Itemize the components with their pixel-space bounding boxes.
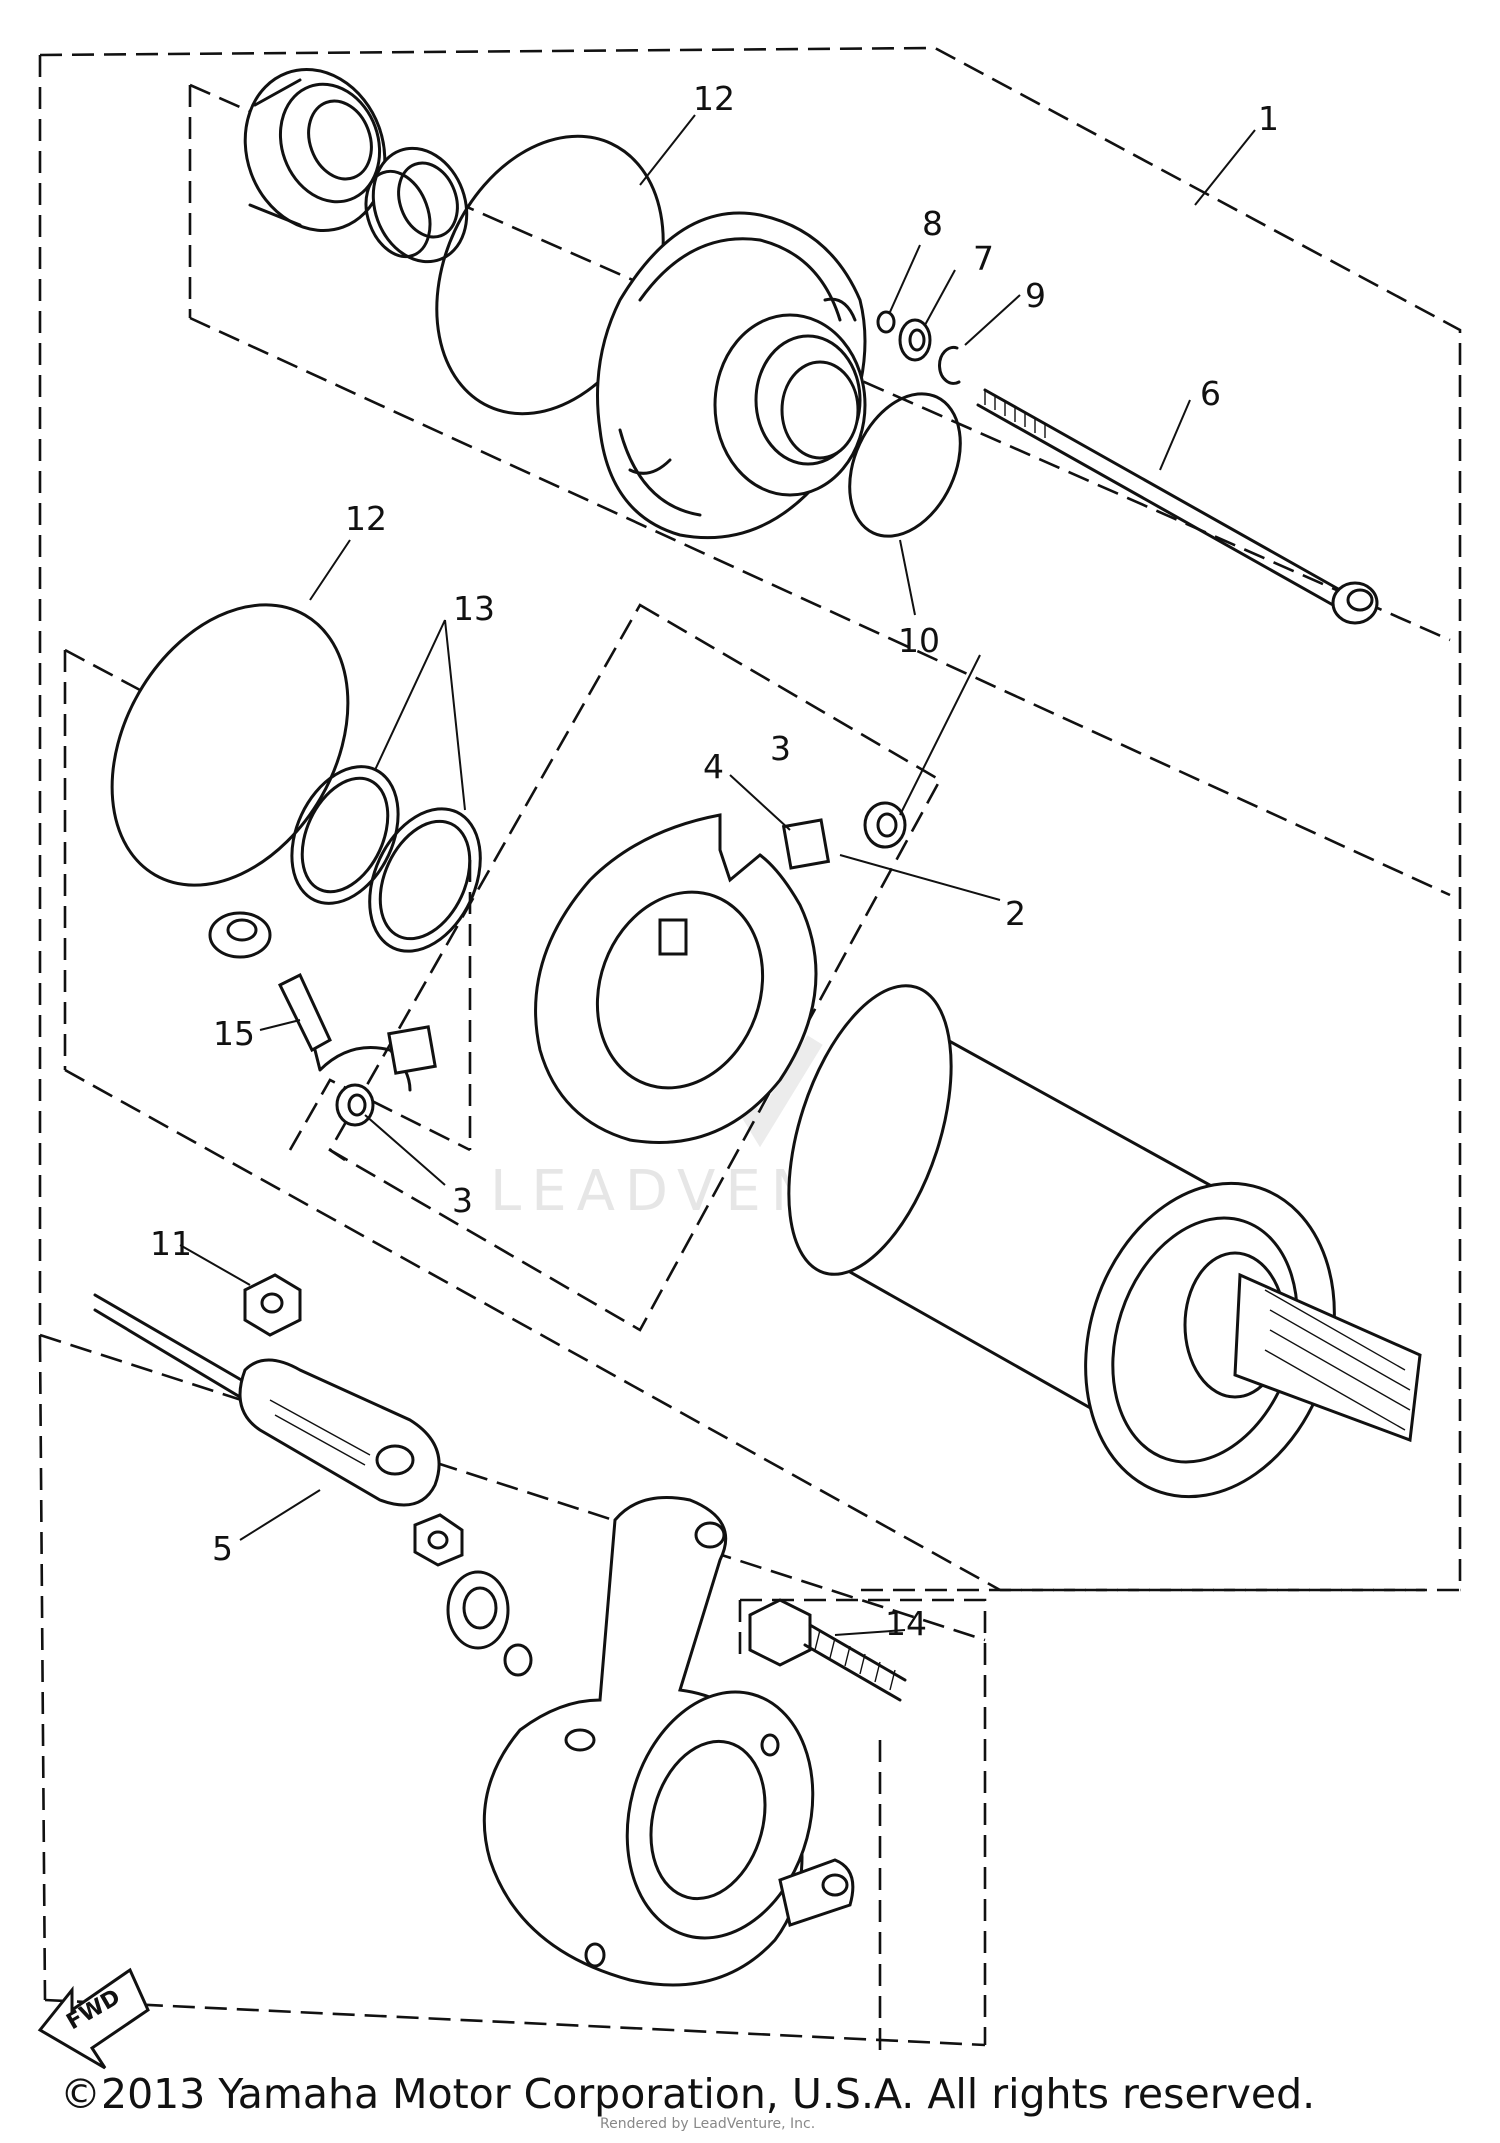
callout-5: 5 — [212, 1529, 233, 1568]
o-ring-small — [503, 1643, 533, 1677]
oil-seal — [364, 146, 469, 264]
insulator-washer — [208, 911, 272, 959]
leader-lines — [179, 114, 1256, 1636]
through-bolt-6 — [976, 388, 1379, 625]
callout-14: 14 — [885, 1604, 927, 1643]
brush-4 — [781, 818, 831, 870]
copyright-text: ©2013 Yamaha Motor Corporation, U.S.A. A… — [60, 2070, 1315, 2118]
brush-terminal-15 — [277, 972, 437, 1092]
callout-13: 13 — [453, 589, 495, 628]
bolt-14 — [748, 1598, 907, 1702]
front-cover — [596, 211, 867, 540]
fwd-arrow-icon: FWD — [37, 1967, 150, 2070]
callout-labels: 1 2 3 3 4 5 6 7 8 9 10 11 12 12 13 14 15 — [150, 79, 1279, 1643]
circlip-9 — [938, 345, 961, 385]
callout-9: 9 — [1025, 276, 1046, 315]
callout-3-bottom: 3 — [452, 1181, 473, 1220]
bearing — [243, 68, 387, 232]
callout-4: 4 — [703, 747, 724, 786]
brush-spring-3b — [335, 1083, 375, 1127]
callout-15: 15 — [213, 1014, 255, 1053]
o-ring-10 — [848, 392, 962, 538]
nut — [413, 1513, 464, 1567]
callout-2: 2 — [1005, 894, 1026, 933]
callout-8: 8 — [922, 204, 943, 243]
callout-7: 7 — [973, 239, 994, 278]
brush-holder-plate — [534, 813, 818, 1144]
o-ring-8 — [876, 310, 896, 334]
washer-13b — [368, 807, 482, 953]
rear-bracket — [482, 1496, 855, 1987]
brush-spring-3a — [863, 801, 907, 849]
callout-10: 10 — [898, 621, 940, 660]
callout-12-middle: 12 — [345, 499, 387, 538]
washer-7 — [898, 318, 932, 362]
rendered-by-text: Rendered by LeadVenture, Inc. — [600, 2116, 815, 2132]
washer — [446, 1570, 510, 1650]
terminal-bolt-5 — [93, 1293, 441, 1507]
nut-11 — [243, 1273, 302, 1337]
callout-6: 6 — [1200, 374, 1221, 413]
washer-13a — [290, 765, 400, 905]
callout-1: 1 — [1258, 99, 1279, 138]
callout-3-top: 3 — [770, 729, 791, 768]
callout-12-top: 12 — [693, 79, 735, 118]
yoke-housing — [787, 984, 1422, 1499]
callout-11: 11 — [150, 1224, 192, 1263]
o-ring-12-middle — [110, 603, 350, 887]
